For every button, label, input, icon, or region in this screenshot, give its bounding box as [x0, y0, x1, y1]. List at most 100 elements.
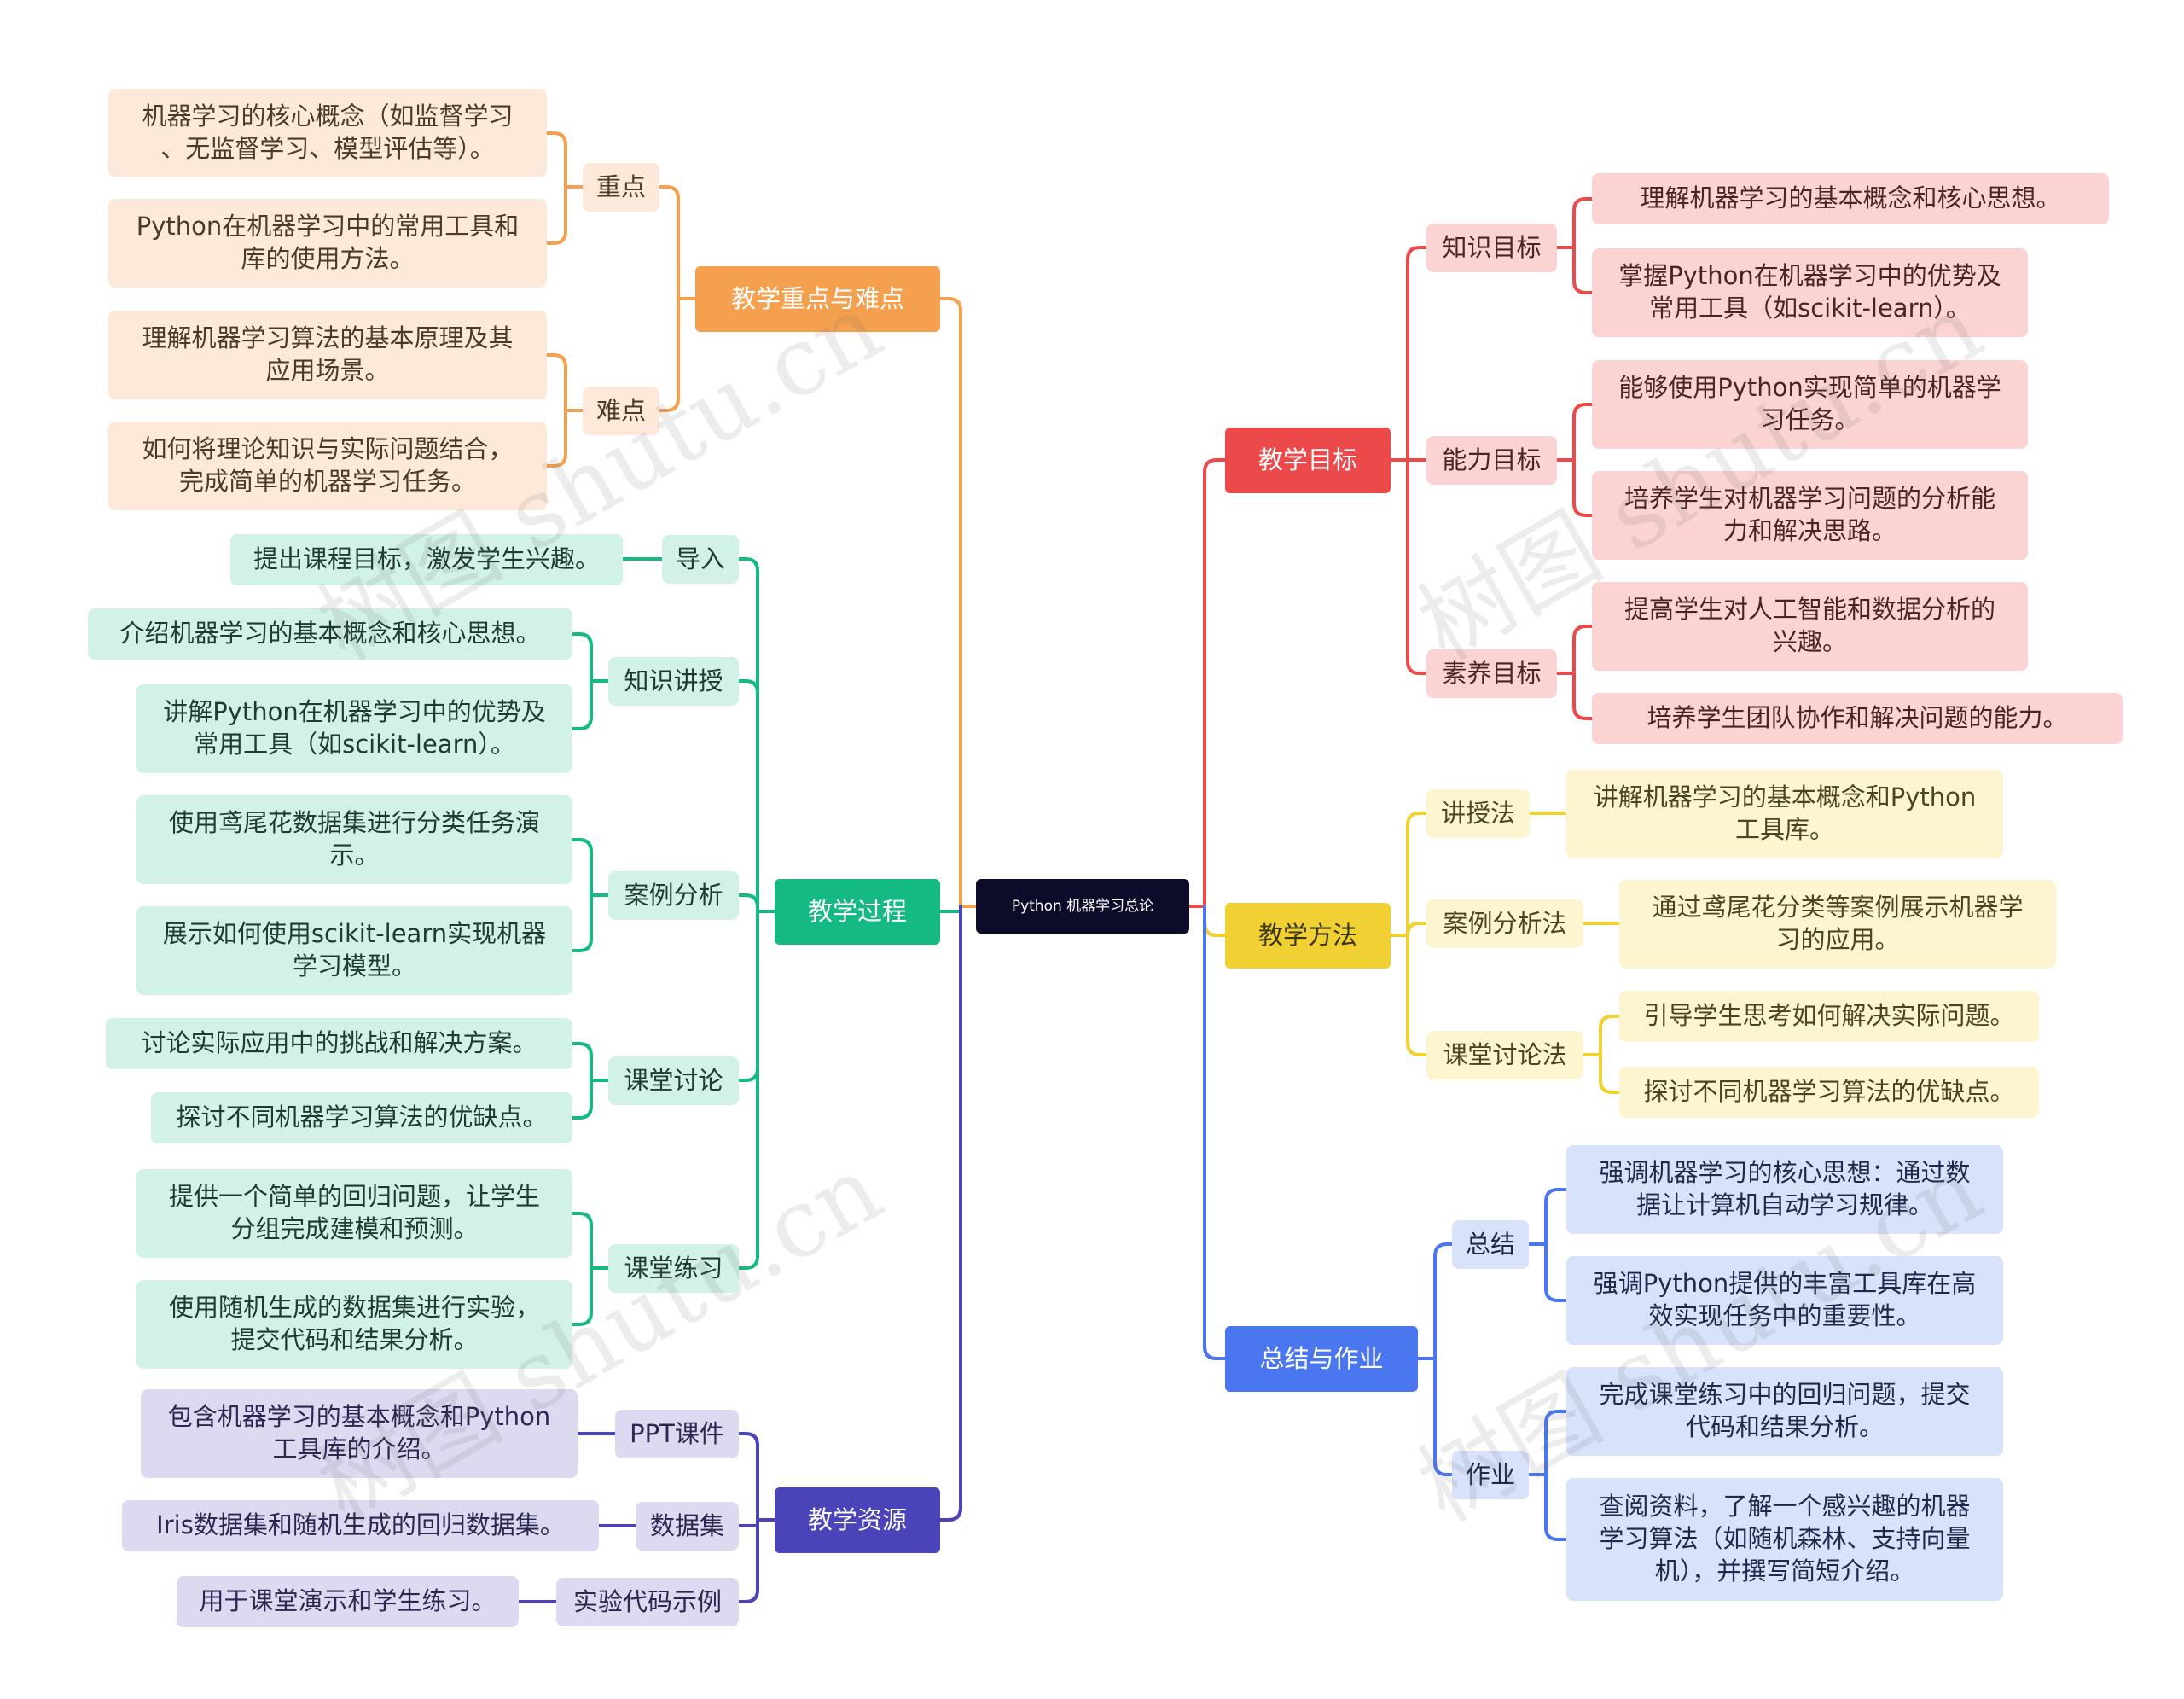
link-keypoints-0: [658, 185, 680, 300]
link-root-methods: [1203, 905, 1227, 937]
leaf-taolun-1[interactable]: 讨论实际应用中的挑战和解决方案。: [106, 1018, 572, 1069]
link-zhongdian-0: [545, 131, 567, 189]
leaf-nandian-2[interactable]: 如何将理论知识与实际问题结合， 完成简单的机器学习任务。: [108, 422, 547, 510]
leaf-anli-1[interactable]: 使用鸢尾花数据集进行分类任务演 示。: [136, 795, 572, 884]
link-root-left-2: [938, 905, 962, 1522]
link-zhishi-0: [571, 632, 593, 683]
leaf-ability-2[interactable]: 培养学生对机器学习问题的分析能 力和解决思路。: [1592, 471, 2028, 560]
leaf-dataset-1[interactable]: Iris数据集和随机生成的回归数据集。: [122, 1500, 599, 1551]
link-process-4: [737, 910, 759, 1270]
link-taolun-1: [571, 1079, 593, 1120]
branch-process[interactable]: 教学过程: [775, 879, 940, 945]
link-methods-1: [1406, 922, 1428, 937]
link-resources-1: [737, 1518, 759, 1527]
link-root-right-0: [1203, 458, 1227, 908]
link-knowledge-0: [1572, 197, 1594, 249]
topic-taolun[interactable]: 课堂讨论: [608, 1056, 739, 1105]
link-root-process: [938, 905, 962, 913]
link-zhishi-1: [571, 679, 593, 730]
link-summary-1: [1433, 1357, 1454, 1476]
link-resources-0: [737, 1432, 759, 1522]
topic-lecture[interactable]: 讲授法: [1426, 789, 1530, 838]
leaf-zhongdian-1[interactable]: 机器学习的核心概念（如监督学习 、无监督学习、模型评估等）。: [108, 89, 547, 177]
link-zongjie-0: [1544, 1188, 1568, 1246]
link-lianxi-0: [571, 1212, 593, 1270]
link-process-2: [737, 893, 759, 913]
link-process-3: [737, 910, 759, 1082]
branch-goals[interactable]: 教学目标: [1225, 428, 1391, 493]
link-anli-0: [571, 838, 593, 897]
leaf-zongjie-2[interactable]: 强调Python提供的丰富工具库在高 效实现任务中的重要性。: [1566, 1256, 2003, 1345]
leaf-nandian-1[interactable]: 理解机器学习算法的基本原理及其 应用场景。: [108, 311, 547, 399]
leaf-lianxi-1[interactable]: 提供一个简单的回归问题，让学生 分组完成建模和预测。: [136, 1169, 572, 1258]
topic-case[interactable]: 案例分析法: [1426, 899, 1583, 948]
topic-zuoye[interactable]: 作业: [1452, 1451, 1529, 1499]
link-lianxi-1: [571, 1266, 593, 1326]
branch-methods[interactable]: 教学方法: [1225, 903, 1391, 969]
leaf-zhishi-2[interactable]: 讲解Python在机器学习中的优势及 常用工具（如scikit-learn）。: [136, 684, 572, 773]
link-ability-0: [1572, 403, 1594, 462]
leaf-discuss-1[interactable]: 引导学生思考如何解决实际问题。: [1619, 991, 2039, 1042]
leaf-daoru-1[interactable]: 提出课程目标，激发学生兴趣。: [230, 534, 623, 585]
leaf-zhishi-1[interactable]: 介绍机器学习的基本概念和核心思想。: [88, 608, 572, 660]
leaf-zuoye-1[interactable]: 完成课堂练习中的回归问题，提交 代码和结果分析。: [1566, 1367, 2003, 1456]
link-anli-1: [571, 893, 593, 952]
topic-zongjie[interactable]: 总结: [1452, 1220, 1529, 1269]
leaf-code-1[interactable]: 用于课堂演示和学生练习。: [177, 1576, 519, 1627]
topic-quality[interactable]: 素养目标: [1426, 649, 1557, 698]
leaf-ability-1[interactable]: 能够使用Python实现简单的机器学 习任务。: [1592, 360, 2028, 449]
link-root-right-2: [1203, 905, 1227, 1360]
link-zuoye-0: [1544, 1410, 1568, 1476]
leaf-lecture-1[interactable]: 讲解机器学习的基本概念和Python 工具库。: [1566, 770, 2003, 858]
branch-resources[interactable]: 教学资源: [775, 1487, 940, 1553]
topic-anli[interactable]: 案例分析: [608, 871, 739, 920]
leaf-lianxi-2[interactable]: 使用随机生成的数据集进行实验， 提交代码和结果分析。: [136, 1280, 572, 1369]
link-root-summary: [1203, 905, 1227, 1360]
leaf-quality-1[interactable]: 提高学生对人工智能和数据分析的 兴趣。: [1592, 582, 2028, 671]
link-resources-2: [737, 1518, 759, 1603]
leaf-knowledge-2[interactable]: 掌握Python在机器学习中的优势及 常用工具（如scikit-learn）。: [1592, 248, 2028, 337]
topic-knowledge[interactable]: 知识目标: [1426, 224, 1557, 272]
leaf-zuoye-2[interactable]: 查阅资料，了解一个感兴趣的机器 学习算法（如随机森林、支持向量 机），并撰写简短…: [1566, 1478, 2003, 1601]
link-methods-0: [1406, 812, 1428, 937]
link-methods-2: [1406, 934, 1428, 1056]
link-root-left-0: [938, 297, 962, 908]
leaf-ppt-1[interactable]: 包含机器学习的基本概念和Python 工具库的介绍。: [141, 1389, 578, 1478]
link-quality-0: [1572, 625, 1594, 675]
topic-ppt[interactable]: PPT课件: [615, 1410, 739, 1458]
leaf-case-1[interactable]: 通过鸢尾花分类等案例展示机器学 习的应用。: [1619, 880, 2056, 969]
link-taolun-0: [571, 1042, 593, 1082]
topic-dataset[interactable]: 数据集: [636, 1502, 739, 1551]
leaf-anli-2[interactable]: 展示如何使用scikit-learn实现机器 学习模型。: [136, 906, 572, 995]
leaf-knowledge-1[interactable]: 理解机器学习的基本概念和核心思想。: [1592, 173, 2109, 224]
leaf-zongjie-1[interactable]: 强调机器学习的核心思想：通过数 据让计算机自动学习规律。: [1566, 1145, 2003, 1234]
link-nandian-1: [545, 409, 567, 468]
topic-lianxi[interactable]: 课堂练习: [608, 1244, 739, 1293]
leaf-taolun-2[interactable]: 探讨不同机器学习算法的优缺点。: [151, 1092, 572, 1143]
topic-zhongdian[interactable]: 重点: [583, 163, 659, 212]
leaf-discuss-2[interactable]: 探讨不同机器学习算法的优缺点。: [1619, 1067, 2039, 1118]
topic-zhishi[interactable]: 知识讲授: [608, 657, 739, 706]
link-summary-0: [1433, 1242, 1454, 1360]
link-goals-0: [1406, 246, 1428, 462]
topic-daoru[interactable]: 导入: [662, 535, 739, 584]
link-zuoye-1: [1544, 1473, 1568, 1541]
link-nandian-0: [545, 353, 567, 412]
link-discuss-1: [1599, 1053, 1621, 1094]
topic-ability[interactable]: 能力目标: [1426, 436, 1557, 485]
branch-key-points[interactable]: 教学重点与难点: [695, 266, 940, 332]
root-topic[interactable]: Python 机器学习总论: [976, 879, 1189, 934]
link-keypoints-1: [658, 297, 680, 412]
link-zhongdian-1: [545, 185, 567, 245]
link-goals-2: [1406, 458, 1428, 675]
topic-nandian[interactable]: 难点: [583, 387, 659, 435]
leaf-zhongdian-2[interactable]: Python在机器学习中的常用工具和 库的使用方法。: [108, 199, 547, 288]
link-quality-1: [1572, 672, 1594, 720]
link-ability-1: [1572, 458, 1594, 517]
branch-summary[interactable]: 总结与作业: [1225, 1326, 1418, 1392]
leaf-quality-2[interactable]: 培养学生团队协作和解决问题的能力。: [1592, 693, 2123, 744]
topic-code[interactable]: 实验代码示例: [556, 1578, 739, 1626]
link-discuss-0: [1599, 1015, 1621, 1056]
topic-discuss[interactable]: 课堂讨论法: [1426, 1031, 1583, 1079]
